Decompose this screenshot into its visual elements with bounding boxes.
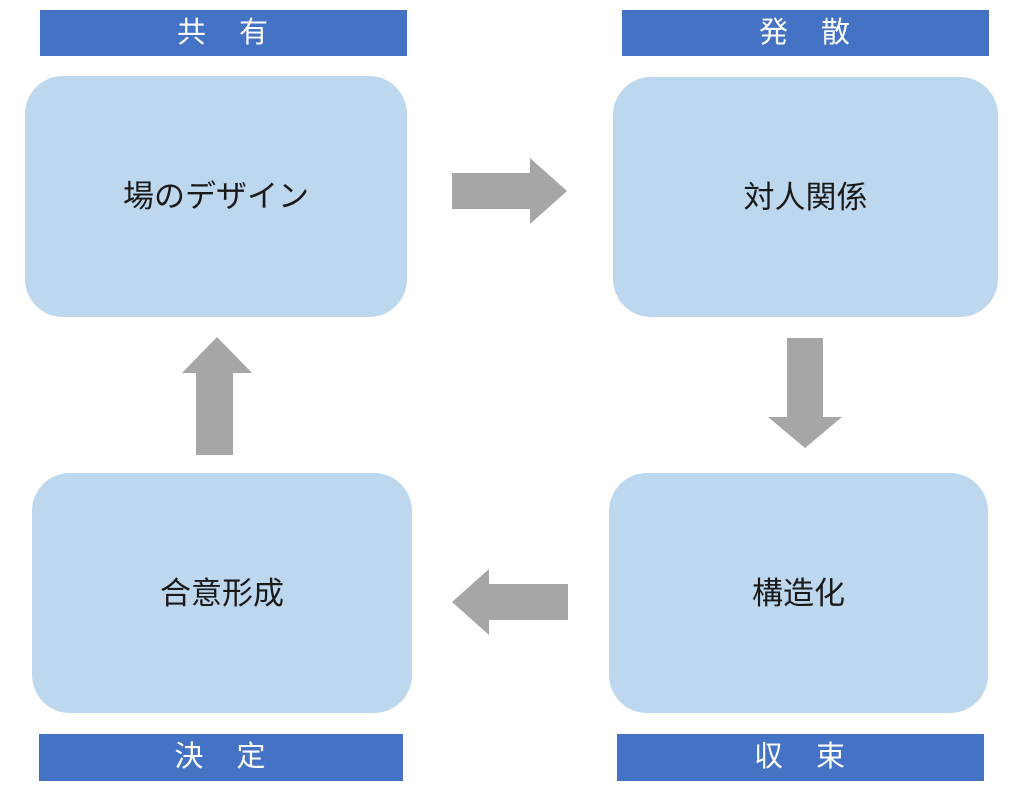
node-consensus: 合意形成: [32, 473, 412, 713]
arrow-up-icon: [182, 337, 252, 455]
arrow-down-icon: [768, 338, 842, 448]
phase-bar-diverge: 発 散: [622, 10, 989, 56]
node-interpersonal: 対人関係: [613, 77, 998, 317]
arrow-left-icon: [452, 569, 568, 635]
phase-bar-decide: 決 定: [39, 734, 403, 781]
phase-bar-converge: 収 束: [617, 734, 984, 781]
node-structuring: 構造化: [609, 473, 988, 713]
arrow-right-icon: [452, 158, 567, 224]
phase-bar-share: 共 有: [40, 10, 407, 56]
node-ba-design: 場のデザイン: [25, 76, 407, 317]
